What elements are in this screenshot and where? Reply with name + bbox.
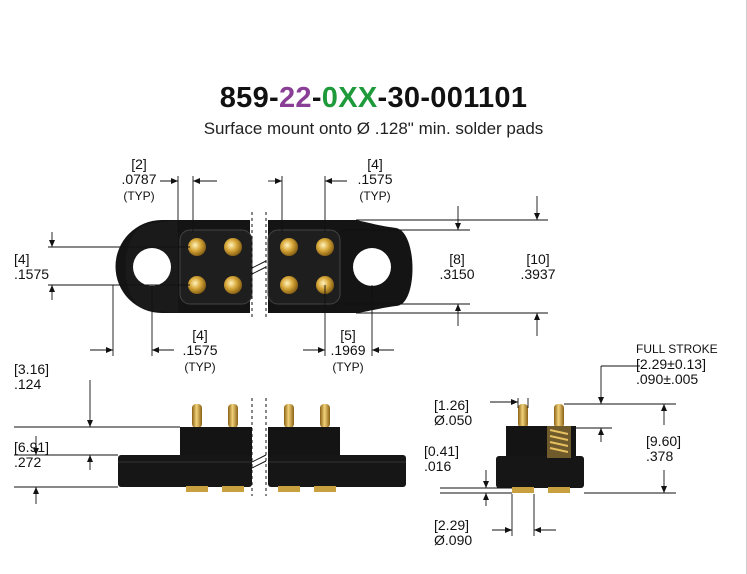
pin-bottom	[314, 486, 336, 492]
dim-pocket-height: [8].3150	[439, 251, 475, 282]
pin-bottom	[222, 486, 244, 492]
pin-bottom	[512, 487, 534, 493]
pin-top	[224, 276, 242, 294]
top-view-break-lines	[251, 212, 267, 320]
dim-total-height: [9.60].378	[646, 433, 682, 464]
dim-pin-to-hole: [5].1969(TYP)	[330, 327, 366, 375]
pin-bottom	[278, 486, 300, 492]
part-number-suffix: -30-001101	[377, 82, 528, 114]
top-view-arrowheads	[49, 178, 540, 353]
pin-top	[280, 238, 298, 256]
dim-hole-to-pin: [4].1575(TYP)	[182, 327, 218, 375]
pin-side	[554, 404, 564, 428]
dim-overall-height: [6.91].272	[14, 439, 50, 470]
top-view-left-mount-hole	[133, 248, 171, 286]
pin-side	[228, 404, 238, 428]
dim-full-stroke: FULL STROKE[2.29±0.13].090±.005	[636, 342, 718, 387]
dim-pin-diameter-top: [2].0787(TYP)	[121, 156, 157, 204]
front-view-left-flange	[118, 455, 252, 487]
side-view-arrowheads	[483, 397, 667, 533]
front-view-right-flange	[268, 455, 406, 487]
pin-top	[224, 238, 242, 256]
top-view-dimension-lines	[48, 176, 548, 356]
front-view-right-upper-block	[268, 427, 340, 457]
front-view-arrowheads	[33, 420, 93, 494]
pin-top	[188, 238, 206, 256]
front-view-dimension-lines	[14, 380, 180, 504]
top-view-right-mount-hole	[353, 248, 391, 286]
front-view	[118, 398, 406, 496]
pin-top	[280, 276, 298, 294]
side-view	[496, 404, 584, 493]
pin-bottom	[548, 487, 570, 493]
dim-row-pitch-left: [4].1575	[14, 251, 50, 282]
pin-bottom	[186, 486, 208, 492]
side-view-flange	[496, 456, 584, 488]
part-number-title: 859-22-0XX-30-001101	[0, 82, 747, 115]
dim-plunger-diameter: [1.26]Ø.050	[434, 397, 473, 428]
dim-pin-pitch-top: [4].1575(TYP)	[357, 156, 393, 204]
side-view-spring	[549, 429, 569, 453]
part-number-variant: 0XX	[321, 82, 378, 114]
pin-side	[192, 404, 202, 428]
dim-pin-extension: [3.16].124	[14, 361, 50, 392]
subtitle: Surface mount onto Ø .128" min. solder p…	[203, 119, 544, 138]
front-view-left-upper-block	[180, 427, 252, 457]
top-view	[115, 212, 413, 320]
dim-pad-diameter: [2.29]Ø.090	[434, 517, 473, 548]
dim-pad-thickness: [0.41].016	[424, 443, 460, 474]
part-number-dash: -	[311, 82, 322, 114]
part-number-prefix: 859-	[219, 82, 279, 114]
pin-top	[316, 238, 334, 256]
pin-side	[284, 404, 294, 428]
pin-top	[188, 276, 206, 294]
pin-side	[320, 404, 330, 428]
part-number-pin-count: 22	[278, 82, 312, 114]
top-view-pins	[188, 238, 334, 294]
dim-body-height: [10].3937	[520, 251, 556, 282]
pin-side	[518, 404, 528, 428]
